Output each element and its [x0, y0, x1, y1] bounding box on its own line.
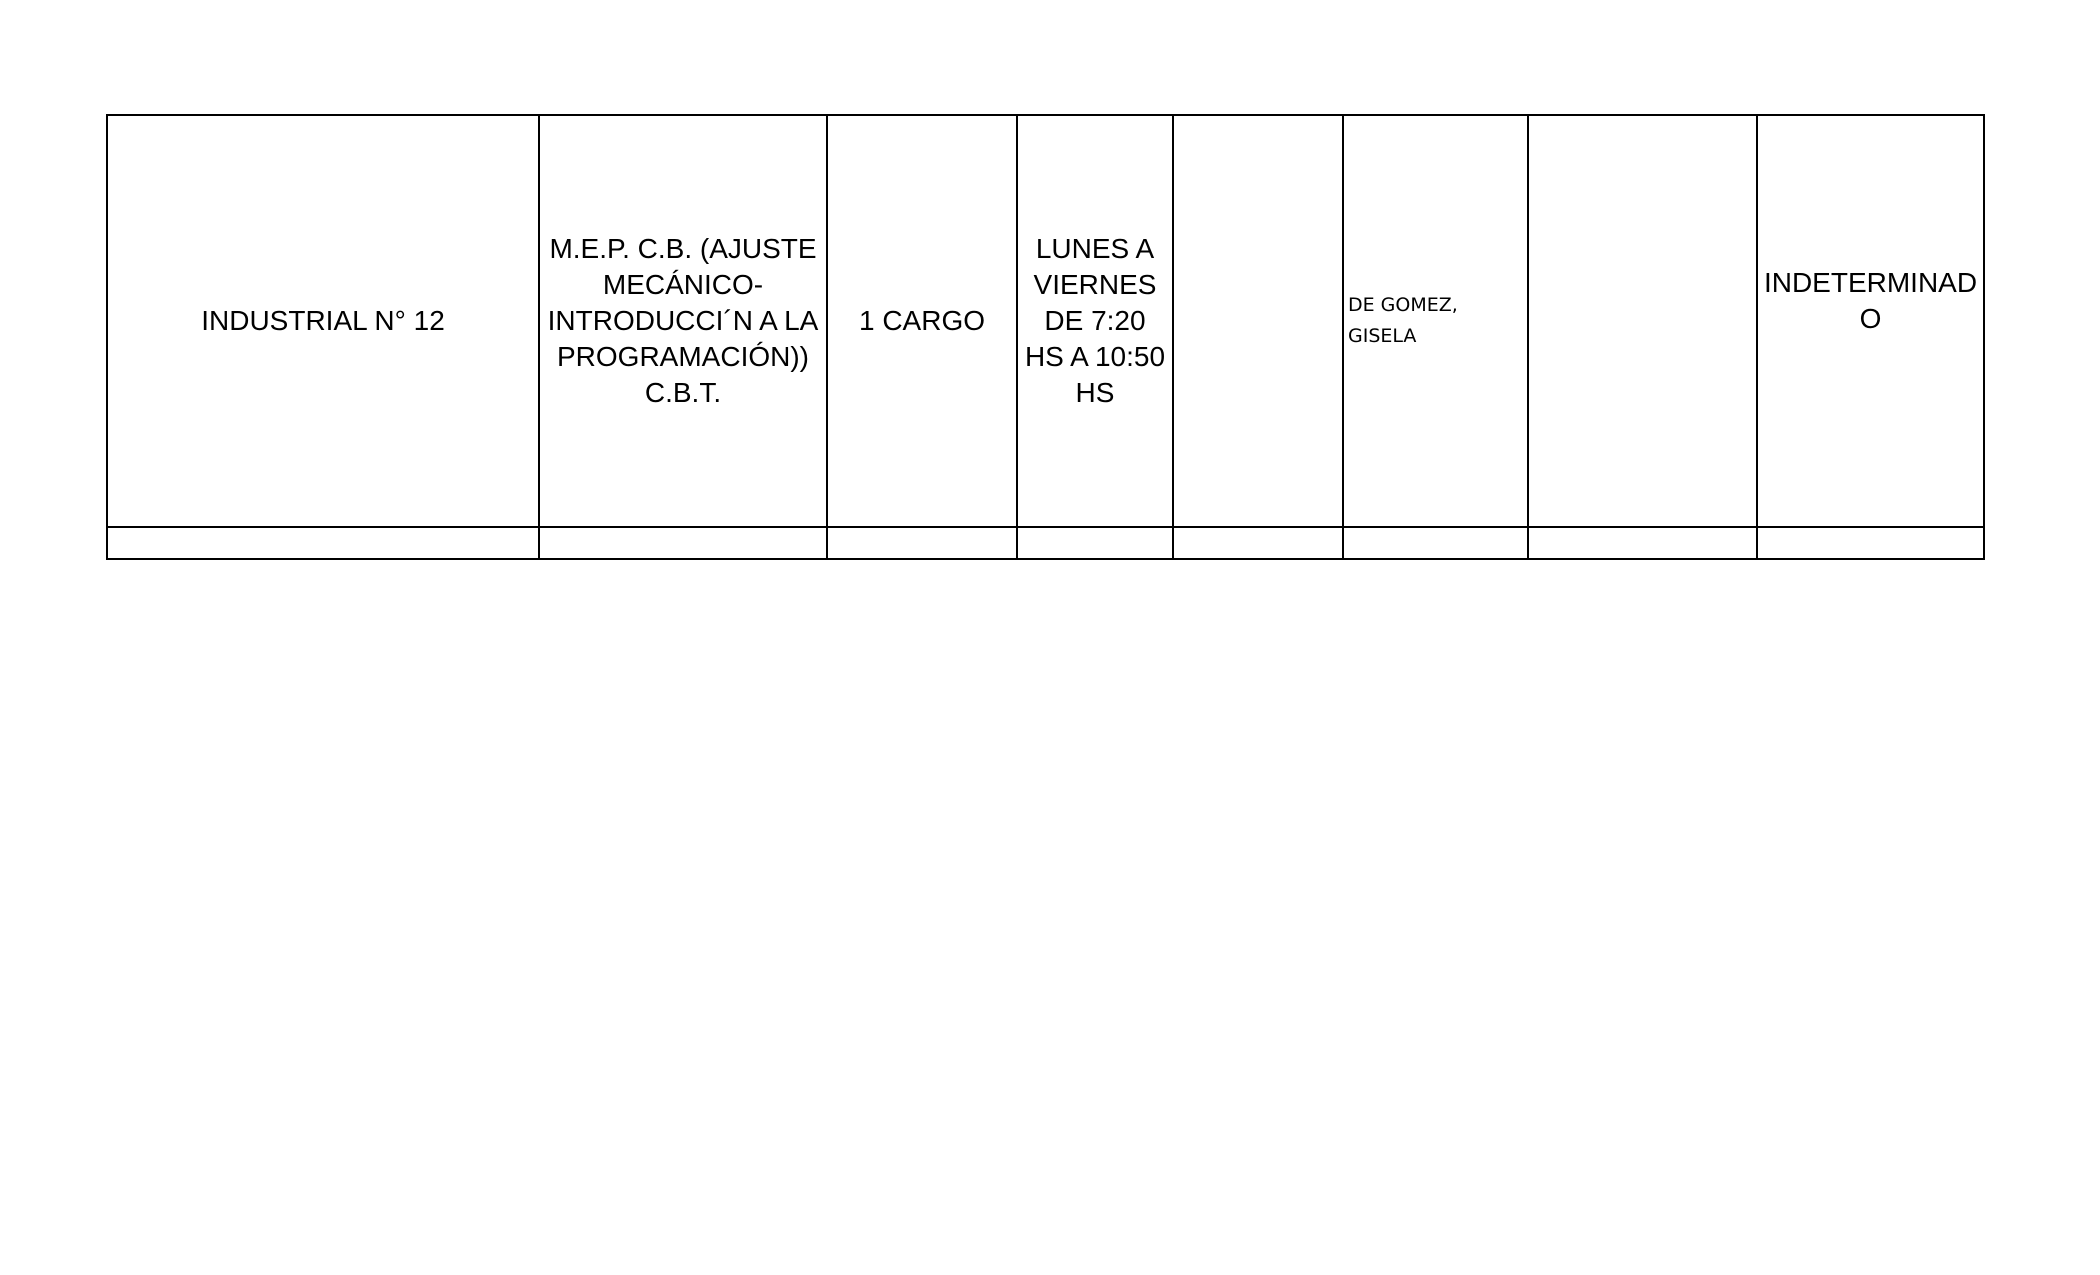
- subject-cell: M.E.P. C.B. (AJUSTE MECÁNICO- INTRODUCCI…: [538, 114, 828, 528]
- blank-cell: [1342, 526, 1529, 560]
- table-row-blank: [106, 526, 1985, 560]
- empty-cell-5: [1172, 114, 1344, 528]
- subject-text: M.E.P. C.B. (AJUSTE MECÁNICO- INTRODUCCI…: [547, 233, 819, 408]
- teacher-cell: DE GOMEZ, GISELA: [1342, 114, 1529, 528]
- blank-cell: [1172, 526, 1344, 560]
- school-cell: INDUSTRIAL N° 12: [106, 114, 540, 528]
- schedule-cell: LUNES A VIERNES DE 7:20 HS A 10:50 HS: [1016, 114, 1174, 528]
- blank-cell: [538, 526, 828, 560]
- positions-text: 1 CARGO: [858, 305, 986, 336]
- table-row: INDUSTRIAL N° 12 M.E.P. C.B. (AJUSTE MEC…: [106, 114, 1985, 528]
- empty-cell-7: [1527, 114, 1758, 528]
- duration-cell: INDETERMINADO: [1756, 114, 1985, 528]
- school-text: INDUSTRIAL N° 12: [201, 305, 445, 336]
- blank-cell: [1527, 526, 1758, 560]
- blank-cell: [826, 526, 1018, 560]
- blank-cell: [1756, 526, 1985, 560]
- duration-text: INDETERMINADO: [1763, 267, 1978, 334]
- schedule-text: LUNES A VIERNES DE 7:20 HS A 10:50 HS: [1024, 233, 1166, 408]
- blank-cell: [1016, 526, 1174, 560]
- assignment-table: INDUSTRIAL N° 12 M.E.P. C.B. (AJUSTE MEC…: [106, 114, 1985, 560]
- teacher-text: DE GOMEZ, GISELA: [1348, 294, 1458, 347]
- blank-cell: [106, 526, 540, 560]
- positions-cell: 1 CARGO: [826, 114, 1018, 528]
